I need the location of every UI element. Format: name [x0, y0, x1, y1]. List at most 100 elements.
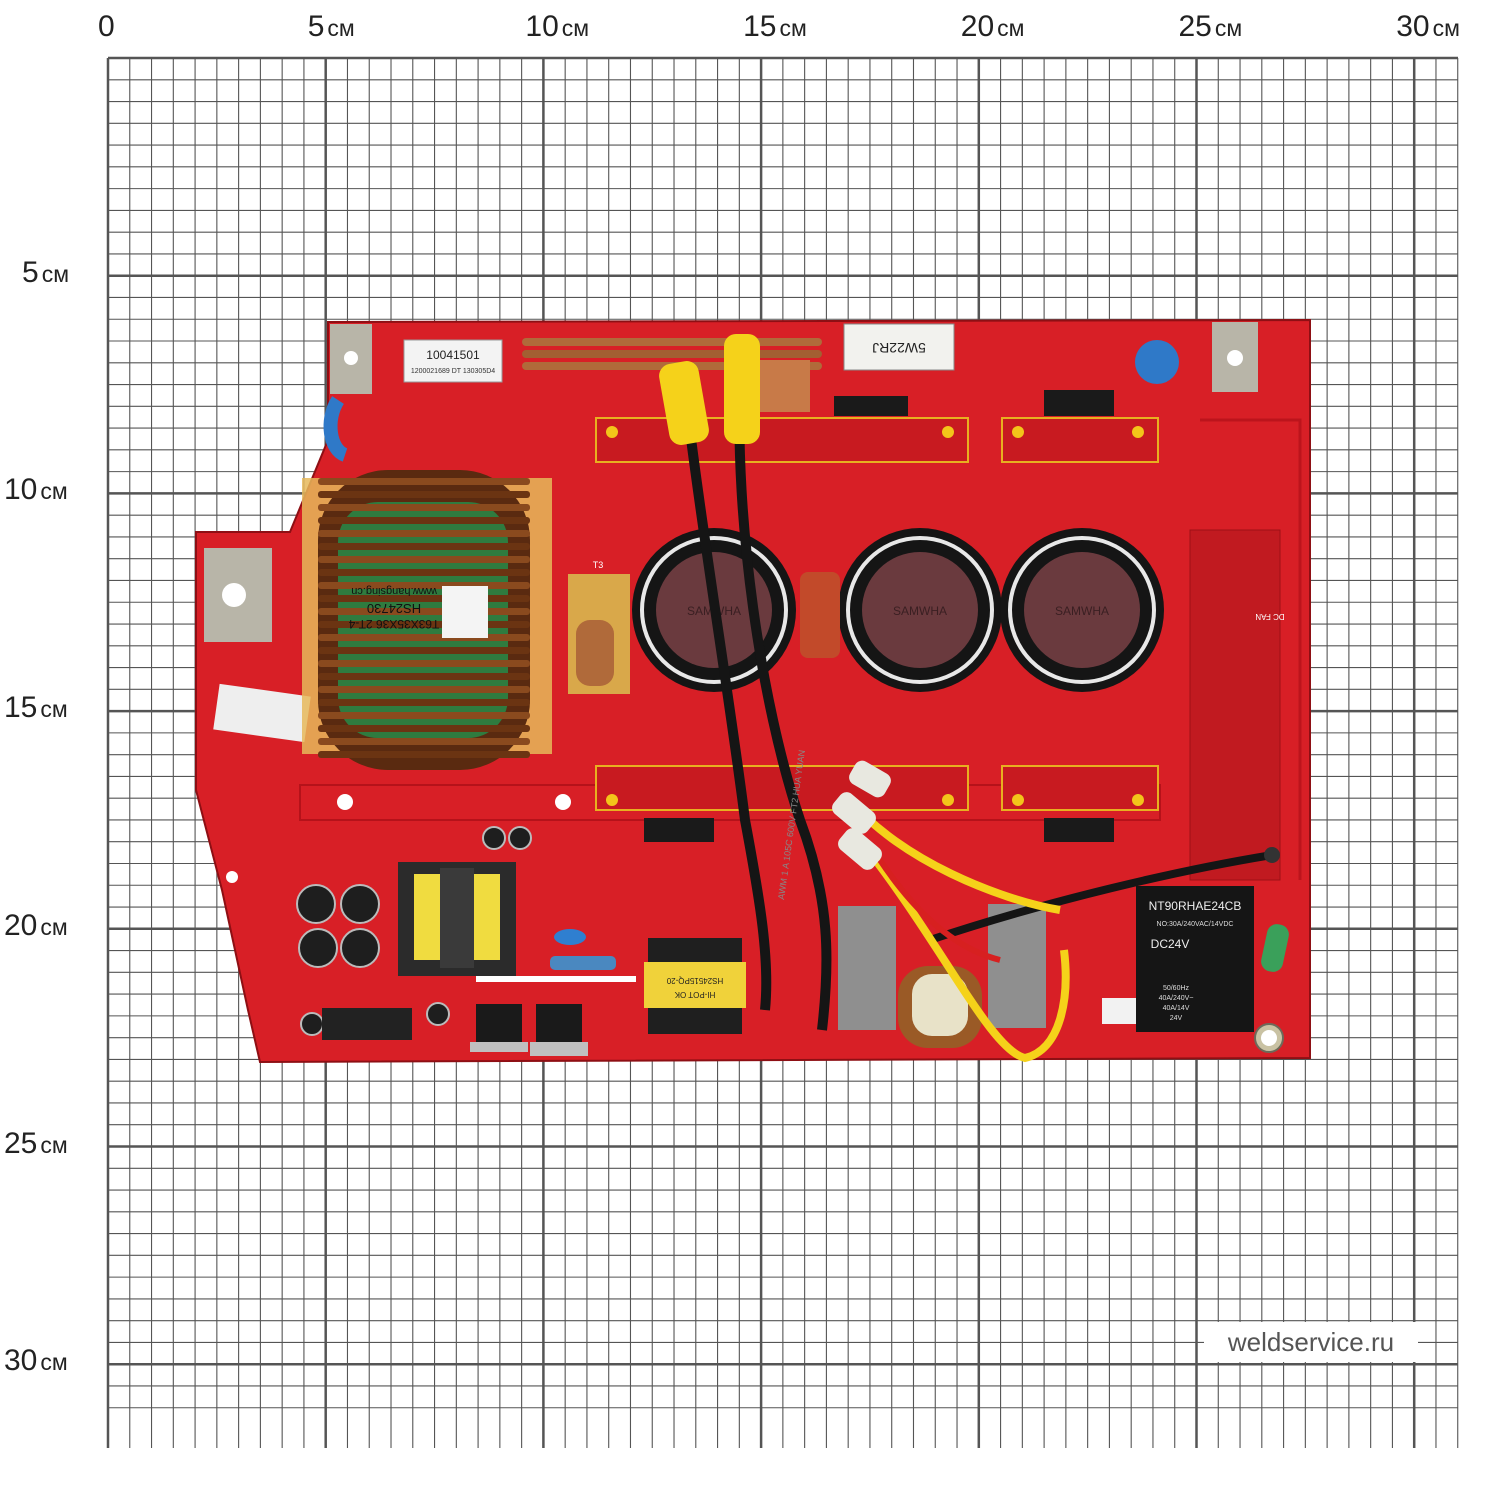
label-sticker: 10041501 1200021689 DT 130305D4 — [403, 339, 503, 383]
toroid-label-line2: T63X35X36 2T-4 — [348, 617, 439, 631]
copper-winding — [318, 647, 530, 654]
relay-spec-2: 40A/240V~ — [1159, 995, 1194, 1002]
capacitor-brand: SAMWHA — [1055, 604, 1109, 618]
small-capacitor — [296, 884, 336, 924]
relay: NT90RHAE24CB NO:30A/240VAC/14VDC DC24V 5… — [1136, 886, 1254, 1032]
silk-t3: T3 — [593, 560, 604, 570]
copper-winding — [318, 530, 530, 537]
copper-winding — [318, 504, 530, 511]
emi-filter — [838, 904, 1046, 1048]
toroid-label-line1: HS24730 — [367, 601, 421, 616]
mounting-hole-1 — [330, 324, 372, 394]
mounting-hole-3 — [204, 548, 272, 642]
copper-winding — [318, 608, 530, 615]
copper-winding — [318, 660, 530, 667]
header-p2 — [322, 1008, 412, 1040]
diode-2 — [834, 396, 908, 416]
copper-winding — [318, 751, 530, 758]
quick-connect-1 — [849, 760, 891, 798]
connector-p1 — [1102, 998, 1136, 1024]
copper-winding — [318, 543, 530, 550]
toroid-label-line3: www.hangsing.cn — [351, 585, 438, 597]
relay-spec-4: 24V — [1170, 1015, 1183, 1022]
igbt-pad-1 — [595, 417, 969, 463]
small-capacitor — [340, 928, 380, 968]
silk-dc-fan: DC FAN — [1255, 612, 1285, 621]
electrolytic-capacitor: SAMWHA — [1000, 528, 1164, 692]
film-capacitor — [800, 572, 840, 658]
resistor-marking: 5W22RJ — [872, 340, 926, 356]
watermark-text: weldservice.ru — [1204, 1322, 1418, 1362]
small-capacitor — [300, 1012, 324, 1036]
inductor-t3: T3 — [568, 560, 630, 694]
copper-winding — [318, 491, 530, 498]
black-cable-1 — [679, 381, 772, 1011]
relay-rating: NO:30A/240VAC/14VDC — [1157, 921, 1234, 928]
blue-ceramic-cap — [554, 929, 586, 945]
electrolytic-capacitor: SAMWHA — [838, 528, 1002, 692]
mosfet-vt2 — [476, 1004, 522, 1046]
black-cable-2 — [734, 381, 832, 1031]
yellow-cable-2 — [856, 837, 1070, 1063]
copper-winding — [318, 738, 530, 745]
copper-winding — [318, 673, 530, 680]
aux-supply — [296, 826, 636, 1056]
yellow-terminal-2 — [724, 334, 760, 444]
copper-winding — [318, 556, 530, 563]
transformer-line2: HI-POT OK — [674, 990, 715, 999]
qc-sticker — [213, 683, 311, 743]
yellow-cable-3 — [877, 858, 1001, 963]
copper-winding — [318, 517, 530, 524]
power-board: 10041501 1200021689 DT 130305D4 5W22RJ — [195, 318, 1311, 1064]
diode-3 — [644, 818, 714, 842]
copper-winding — [318, 478, 530, 485]
igbt-pad-2 — [1001, 417, 1159, 463]
quick-connect-2 — [832, 792, 876, 834]
power-resistor: 5W22RJ — [843, 323, 955, 371]
mosfet-vt1 — [536, 1004, 582, 1046]
small-capacitor — [298, 928, 338, 968]
copper-winding — [318, 569, 530, 576]
x-ruler-label: 0 — [98, 10, 115, 43]
blue-resistor — [550, 956, 616, 970]
copper-winding — [318, 725, 530, 732]
diode-1 — [1044, 390, 1114, 416]
cables — [659, 334, 1280, 1063]
capacitor-brand: SAMWHA — [893, 604, 947, 618]
small-capacitor — [340, 884, 380, 924]
relay-spec-1: 50/60Hz — [1163, 985, 1190, 992]
relay-coil: DC24V — [1151, 937, 1190, 951]
copper-winding — [318, 699, 530, 706]
thermistor — [1261, 924, 1289, 972]
transformer-line1: HS24515PQ-20 — [666, 976, 723, 985]
igbt-pad-4 — [1001, 765, 1159, 811]
toroid-choke: HS24730 T63X35X36 2T-4 www.hangsing.cn — [302, 470, 552, 770]
sticker-line2: 1200021689 DT 130305D4 — [411, 368, 495, 375]
connector-strip — [1189, 529, 1281, 881]
relay-spec-3: 40A/14V — [1163, 1005, 1190, 1012]
quick-connect-3 — [838, 828, 882, 870]
copper-winding — [318, 686, 530, 693]
black-cable-3 — [928, 851, 1273, 944]
relay-model: NT90RHAE24CB — [1149, 899, 1242, 913]
small-capacitor — [508, 826, 532, 850]
switching-transformer: HS24515PQ-20 HI-POT OK — [644, 938, 746, 1034]
yellow-terminal-1 — [659, 361, 709, 445]
mounting-hole-2 — [1212, 322, 1258, 392]
copper-winding — [318, 634, 530, 641]
sticker-line1: 10041501 — [426, 348, 480, 362]
small-capacitor — [426, 1002, 450, 1026]
